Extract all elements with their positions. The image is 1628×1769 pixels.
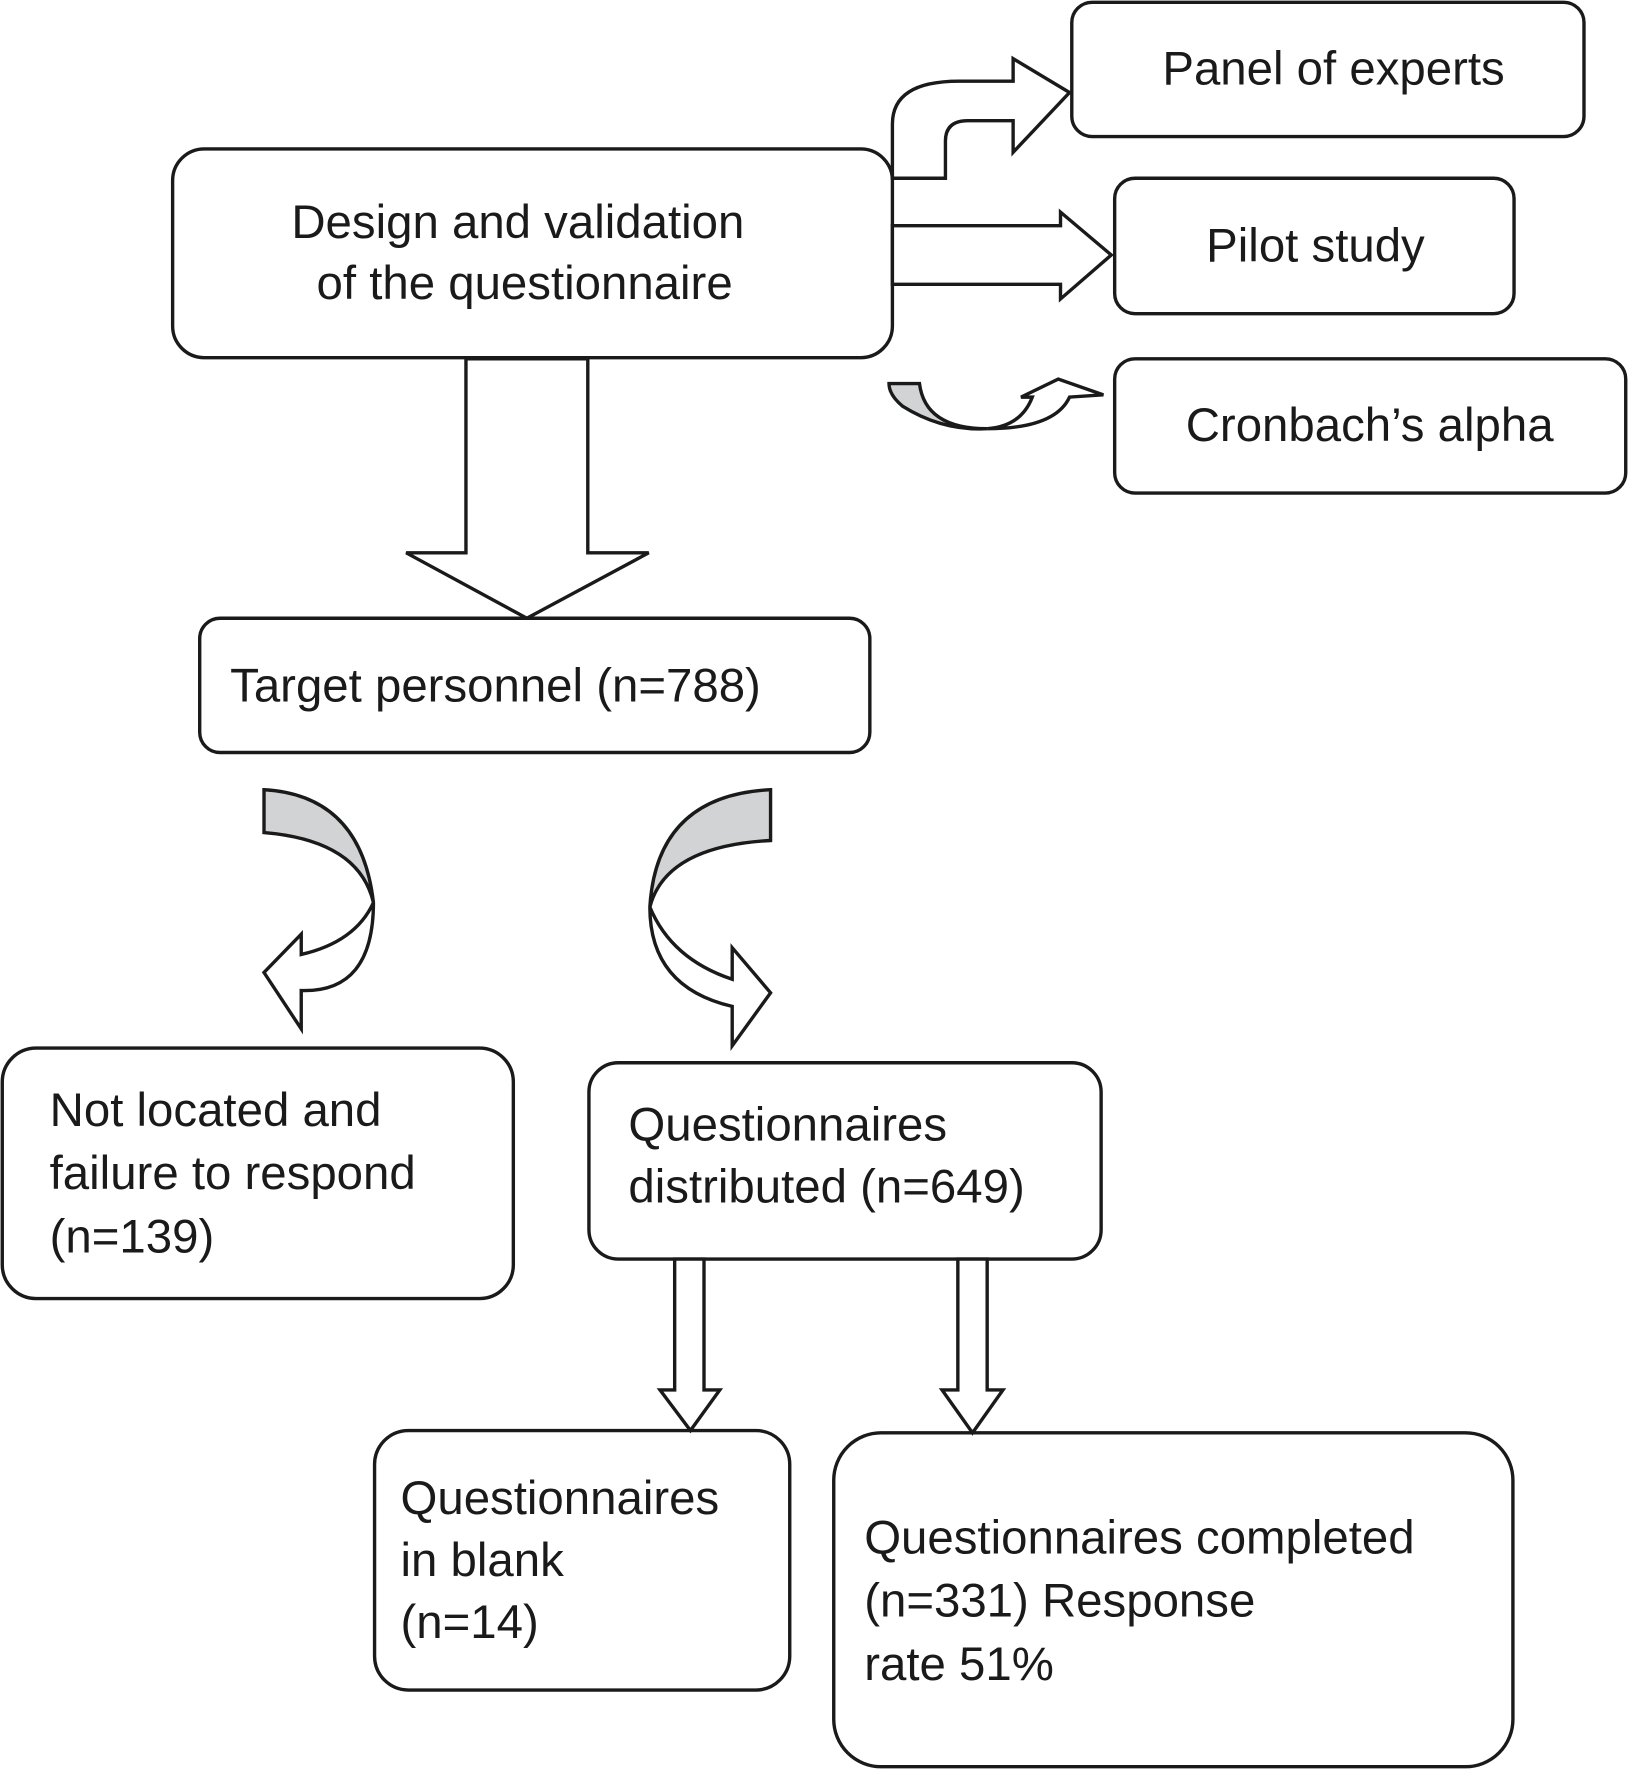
node-completed-line-1: Questionnaires completed: [864, 1512, 1414, 1565]
node-not-located-line-1: Not located and: [50, 1084, 382, 1137]
node-blank: Questionnaires in blank (n=14): [372, 1428, 792, 1692]
arrow-target-to-distributed-icon: [648, 787, 773, 1052]
node-blank-line-3: (n=14): [401, 1596, 539, 1649]
arrow-design-to-panel-icon: [890, 55, 1073, 180]
node-design-line-2: of the questionnaire: [317, 257, 733, 310]
node-panel: Panel of experts: [1070, 0, 1586, 139]
node-not-located-line-2: failure to respond: [50, 1147, 416, 1200]
node-panel-label: Panel of experts: [1162, 43, 1504, 96]
node-distributed-line-2: distributed (n=649): [628, 1161, 1024, 1214]
arrow-design-to-pilot-icon: [890, 208, 1114, 303]
node-not-located: Not located and failure to respond (n=13…: [0, 1046, 516, 1301]
node-cronbach: Cronbach’s alpha: [1112, 357, 1628, 495]
node-distributed-line-1: Questionnaires: [628, 1099, 947, 1152]
node-pilot: Pilot study: [1112, 176, 1516, 316]
arrow-target-to-not-located-icon: [261, 787, 376, 1035]
node-distributed: Questionnaires distributed (n=649): [587, 1061, 1103, 1261]
node-completed-line-3: rate 51%: [864, 1638, 1054, 1691]
node-completed-line-2: (n=331) Response: [864, 1575, 1255, 1628]
node-design-line-1: Design and validation: [291, 196, 744, 249]
arrow-distributed-to-blank-icon: [656, 1257, 724, 1434]
node-design: Design and validation of the questionnai…: [170, 147, 895, 360]
node-blank-line-2: in blank: [401, 1534, 565, 1587]
node-completed: Questionnaires completed (n=331) Respons…: [832, 1431, 1515, 1769]
node-blank-line-1: Questionnaires: [401, 1472, 720, 1525]
node-target-label: Target personnel (n=788): [230, 660, 761, 713]
arrow-distributed-to-completed-icon: [938, 1257, 1007, 1436]
arrow-design-to-cronbach-icon: [887, 377, 1104, 431]
node-target: Target personnel (n=788): [198, 616, 872, 755]
arrow-design-to-target-icon: [405, 357, 650, 621]
node-cronbach-label: Cronbach’s alpha: [1186, 399, 1555, 452]
node-not-located-line-3: (n=139): [50, 1210, 215, 1263]
node-pilot-label: Pilot study: [1206, 220, 1425, 273]
